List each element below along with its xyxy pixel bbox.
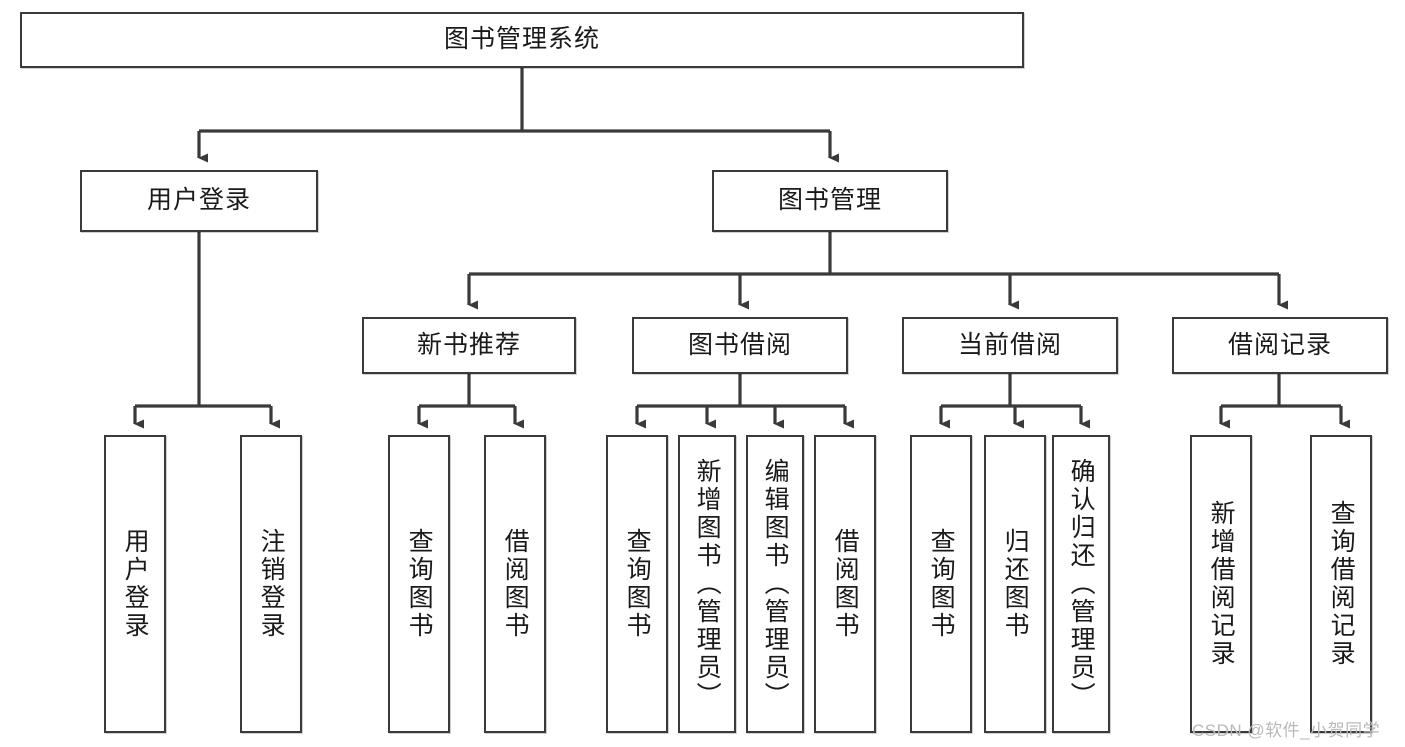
leaf-borrow-book-label: 借阅图书 bbox=[831, 528, 860, 640]
node-new-book-recommend[interactable]: 新书推荐 bbox=[362, 317, 576, 374]
node-current-borrow-label: 当前借阅 bbox=[957, 330, 1062, 359]
leaf-user-login-label: 用户登录 bbox=[121, 528, 150, 640]
node-current-borrow[interactable]: 当前借阅 bbox=[902, 317, 1118, 374]
leaf-query-borrow-record[interactable]: 查询借阅记录 bbox=[1310, 435, 1372, 733]
leaf-edit-book-admin[interactable]: 编辑图书（管理员） bbox=[746, 435, 804, 733]
leaf-borrow-book[interactable]: 借阅图书 bbox=[814, 435, 876, 733]
leaf-query-book-current-label: 查询图书 bbox=[927, 528, 956, 640]
leaf-confirm-return-admin-label: 确认归还（管理员） bbox=[1067, 458, 1096, 710]
node-user-login-label: 用户登录 bbox=[146, 186, 251, 215]
node-borrow-records[interactable]: 借阅记录 bbox=[1172, 317, 1388, 374]
leaf-add-book-admin[interactable]: 新增图书（管理员） bbox=[678, 435, 736, 733]
leaf-query-book-current[interactable]: 查询图书 bbox=[910, 435, 972, 733]
leaf-logout[interactable]: 注销登录 bbox=[240, 435, 302, 733]
leaf-confirm-return-admin[interactable]: 确认归还（管理员） bbox=[1052, 435, 1110, 733]
leaf-query-book-recommend[interactable]: 查询图书 bbox=[388, 435, 450, 733]
leaf-borrow-book-recommend[interactable]: 借阅图书 bbox=[484, 435, 546, 733]
leaf-add-borrow-record-label: 新增借阅记录 bbox=[1207, 500, 1236, 668]
node-root[interactable]: 图书管理系统 bbox=[20, 12, 1024, 68]
leaf-query-book-borrow[interactable]: 查询图书 bbox=[606, 435, 668, 733]
node-book-borrow[interactable]: 图书借阅 bbox=[632, 317, 848, 374]
csdn-watermark: CSDN @软件_小贺同学 bbox=[1192, 721, 1381, 740]
leaf-add-book-admin-label: 新增图书（管理员） bbox=[693, 458, 722, 710]
node-book-management[interactable]: 图书管理 bbox=[712, 170, 948, 232]
leaf-borrow-book-recommend-label: 借阅图书 bbox=[501, 528, 530, 640]
leaf-query-book-borrow-label: 查询图书 bbox=[623, 528, 652, 640]
leaf-logout-label: 注销登录 bbox=[257, 528, 286, 640]
leaf-edit-book-admin-label: 编辑图书（管理员） bbox=[761, 458, 790, 710]
node-user-login[interactable]: 用户登录 bbox=[80, 170, 318, 232]
node-new-book-recommend-label: 新书推荐 bbox=[416, 330, 521, 359]
node-book-borrow-label: 图书借阅 bbox=[687, 330, 792, 359]
leaf-add-borrow-record[interactable]: 新增借阅记录 bbox=[1190, 435, 1252, 733]
node-borrow-records-label: 借阅记录 bbox=[1227, 330, 1332, 359]
node-book-management-label: 图书管理 bbox=[777, 186, 882, 215]
leaf-query-borrow-record-label: 查询借阅记录 bbox=[1327, 500, 1356, 668]
leaf-query-book-recommend-label: 查询图书 bbox=[405, 528, 434, 640]
leaf-user-login[interactable]: 用户登录 bbox=[104, 435, 166, 733]
leaf-return-book[interactable]: 归还图书 bbox=[984, 435, 1046, 733]
leaf-return-book-label: 归还图书 bbox=[1001, 528, 1030, 640]
node-root-label: 图书管理系统 bbox=[443, 25, 600, 54]
